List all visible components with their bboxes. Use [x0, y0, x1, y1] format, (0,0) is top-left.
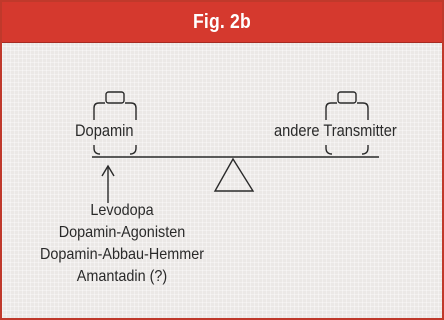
list-item: Dopamin-Abbau-Hemmer [39, 246, 205, 263]
list-item: Amantadin (?) [76, 268, 168, 285]
dopamin-label: Dopamin [75, 121, 134, 140]
fulcrum-icon [213, 157, 255, 192]
other-transmitter-label: andere Transmitter [274, 121, 397, 140]
intervention-list: Levodopa Dopamin-Agonisten Dopamin-Abbau… [2, 200, 242, 288]
figure-title: Fig. 2b [193, 10, 251, 33]
arrow-up-icon [101, 164, 115, 203]
balance-diagram [92, 91, 379, 203]
right-weight-icon [325, 91, 369, 155]
list-item: Dopamin-Agonisten [58, 224, 186, 241]
list-item: Levodopa [90, 202, 154, 219]
left-weight-icon [93, 91, 137, 155]
figure-header: Fig. 2b [2, 2, 442, 43]
